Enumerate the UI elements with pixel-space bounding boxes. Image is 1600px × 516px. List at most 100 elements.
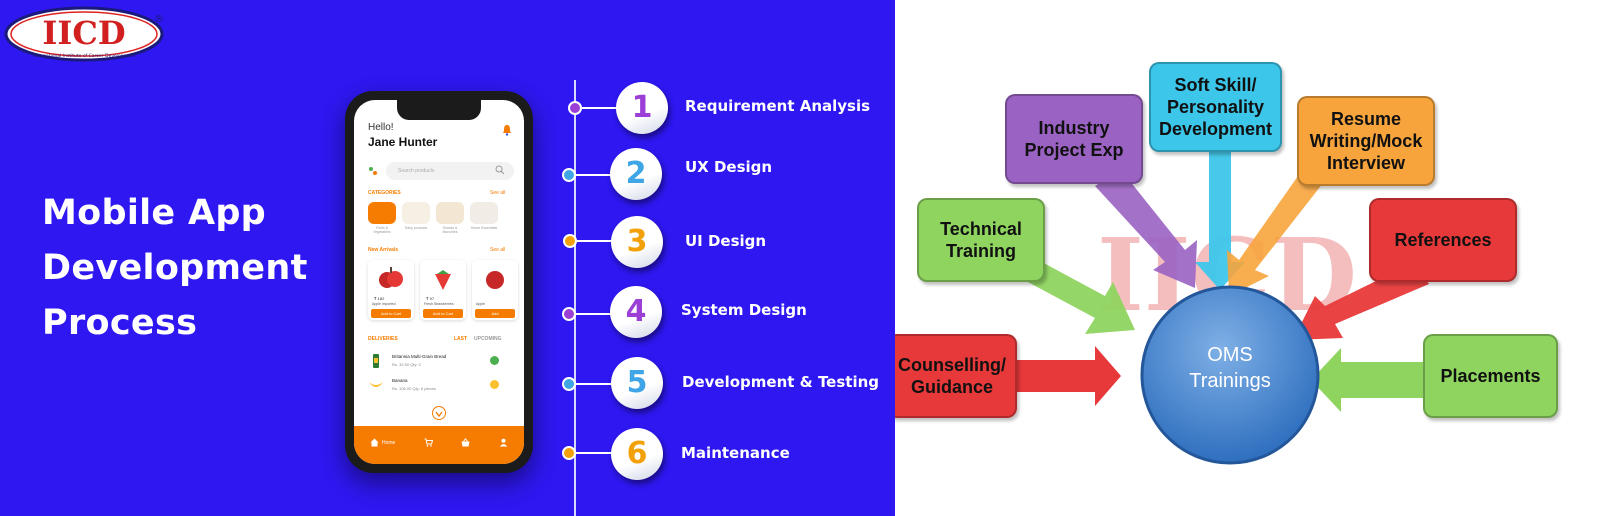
add-to-cart-button[interactable]: Add — [475, 309, 515, 318]
nav-home-label[interactable]: Home — [382, 440, 396, 446]
product-name: Apple imported — [372, 302, 396, 306]
product-price: ₹ 182 — [374, 296, 385, 301]
categories-see-all-link[interactable]: See all — [490, 190, 506, 196]
step-connector — [576, 313, 624, 315]
product-name: Apple — [476, 302, 485, 306]
categories-heading: CATEGORIES — [368, 190, 401, 196]
bell-icon[interactable] — [502, 124, 512, 136]
svg-text:IICD: IICD — [42, 14, 125, 52]
step-label: UI Design — [685, 232, 767, 250]
tab-last[interactable]: LAST — [454, 336, 468, 342]
step-number-badge: 4 — [610, 286, 662, 338]
bottom-nav-bar: Home — [354, 426, 524, 464]
counselling-box: Counselling/ Guidance — [895, 334, 1017, 418]
step-connector — [577, 240, 625, 242]
basket-icon[interactable] — [461, 438, 470, 447]
delivery-item-meta: Rs. 32.50 Qty: 2 — [392, 362, 421, 367]
category-item[interactable]: Home Essentials — [470, 202, 498, 232]
svg-text:International Institute of Car: International Institute of Career Develo… — [33, 53, 136, 59]
category-item[interactable]: Dairy products — [402, 202, 430, 232]
category-label: Dairy products — [404, 226, 428, 230]
step-number-badge: 2 — [610, 148, 662, 200]
product-price: ₹ 97 — [426, 296, 435, 301]
banana-image — [369, 382, 383, 387]
title-line-3: Process — [42, 303, 198, 343]
placements-box: Placements — [1423, 334, 1558, 418]
search-icon[interactable] — [494, 164, 506, 176]
cart-icon[interactable] — [424, 438, 433, 447]
soft-skill-box: Soft Skill/ Personality Development — [1149, 62, 1282, 152]
apple-image — [379, 267, 403, 288]
strawberry-image — [435, 270, 451, 290]
step-number-badge: 1 — [616, 82, 668, 134]
category-label: Home Essentials — [470, 226, 498, 230]
resume-writing-box: Resume Writing/Mock Interview — [1297, 96, 1435, 186]
home-essentials-icon — [470, 202, 498, 224]
phone-mockup: Hello! Jane Hunter Search products CATEG… — [345, 91, 533, 473]
home-icon[interactable] — [370, 438, 379, 447]
step-marker-dot — [563, 234, 577, 248]
industry-project-box: Industry Project Exp — [1005, 94, 1143, 184]
product-card[interactable]: ₹ 97 Fresh Strawberries Add to Cart — [420, 260, 466, 320]
profile-icon[interactable] — [499, 438, 508, 447]
diagram-canvas: IICD ® — [1013, 150, 1429, 465]
delivery-status-dot — [490, 356, 499, 365]
step-label: Requirement Analysis — [685, 97, 871, 115]
tab-upcoming[interactable]: UPCOMING — [474, 336, 502, 342]
chevron-down-icon[interactable] — [432, 406, 446, 420]
product-card[interactable]: ₹ 182 Apple imported Add to Cart — [368, 260, 414, 320]
add-to-cart-button[interactable]: Add to Cart — [423, 309, 463, 318]
industry-project-arrow — [1095, 170, 1197, 288]
delivery-item-name: Britannia Multi-Grain Bread — [392, 354, 447, 359]
add-to-cart-button[interactable]: Add to Cart — [371, 309, 411, 318]
bread-image — [373, 354, 379, 368]
phone-notch — [397, 100, 481, 120]
step-marker-dot — [562, 446, 576, 460]
step-label: System Design — [681, 301, 807, 319]
iicd-logo: IICD ® International Institute of Career… — [4, 6, 166, 62]
page-title: Mobile App Development Process — [42, 186, 308, 351]
technical-training-box: Technical Training — [917, 198, 1045, 282]
soft-skill-arrow — [1195, 150, 1245, 290]
mobile-app-process-panel: IICD ® International Institute of Career… — [0, 0, 895, 516]
step-connector — [582, 107, 630, 109]
placements-arrow — [1311, 348, 1425, 412]
counselling-arrow — [1015, 346, 1121, 406]
delivery-row[interactable]: Banana Rs. 105.00 Qty: 6 pieces — [368, 376, 514, 398]
step-number-badge: 6 — [611, 428, 663, 480]
new-arrivals-heading: New Arrivals — [368, 247, 399, 253]
references-box: References — [1369, 198, 1517, 282]
title-line-2: Development — [42, 248, 308, 288]
apple-image — [486, 271, 504, 289]
svg-text:®: ® — [154, 14, 164, 25]
category-item[interactable]: Fruits & Vegetables — [368, 202, 396, 234]
step-label: UX Design — [685, 158, 773, 176]
step-marker-dot — [562, 307, 576, 321]
title-line-1: Mobile App — [42, 193, 267, 233]
user-name: Jane Hunter — [368, 135, 438, 149]
step-marker-dot — [568, 101, 582, 115]
step-label: Development & Testing — [682, 373, 880, 391]
delivery-status-dot — [490, 380, 499, 389]
fruits-vegetables-icon — [368, 202, 396, 224]
deliveries-heading: DELIVERIES — [368, 336, 398, 342]
filter-icon[interactable] — [368, 166, 378, 176]
oms-trainings-diagram: IICD ® OMS Trainings Soft Skill/ Persona… — [895, 0, 1600, 516]
delivery-row[interactable]: Britannia Multi-Grain Bread Rs. 32.50 Qt… — [368, 352, 514, 374]
category-item[interactable]: Snacks & Munchies — [436, 202, 464, 234]
greeting: Hello! — [368, 122, 394, 133]
new-arrivals-see-all-link[interactable]: See all — [490, 247, 506, 253]
step-marker-dot — [562, 168, 576, 182]
delivery-item-meta: Rs. 105.00 Qty: 6 pieces — [392, 386, 436, 391]
oms-trainings-circle — [1140, 285, 1320, 465]
step-connector — [576, 383, 624, 385]
oms-trainings-label: OMS Trainings — [1189, 344, 1271, 392]
search-input[interactable]: Search products — [386, 162, 514, 180]
snacks-icon — [436, 202, 464, 224]
category-label: Fruits & Vegetables — [373, 226, 391, 234]
resume-writing-arrow — [1227, 166, 1327, 296]
dairy-icon — [402, 202, 430, 224]
product-card[interactable]: Apple Add — [472, 260, 518, 320]
step-connector — [576, 174, 624, 176]
category-label: Snacks & Munchies — [442, 226, 458, 234]
